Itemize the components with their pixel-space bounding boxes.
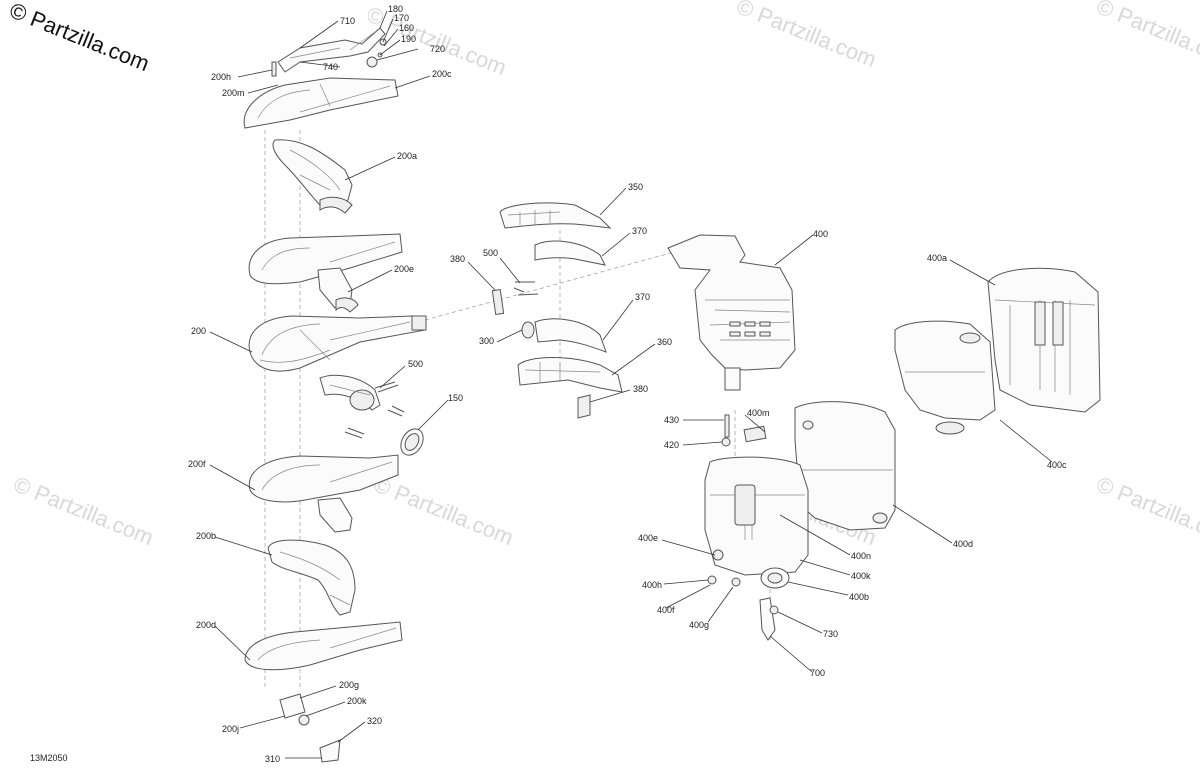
heat-shield-400d — [794, 401, 896, 531]
callout-400n: 400n — [851, 551, 871, 561]
pipe-part-200b — [267, 539, 356, 616]
callout-710: 710 — [340, 16, 355, 26]
muffler-cover-400c — [894, 320, 996, 421]
callout-350: 350 — [628, 182, 643, 192]
watermark-faded: © Partzilla.com — [1093, 471, 1200, 550]
callout-700: 700 — [810, 668, 825, 678]
pipe-part-200c — [243, 77, 399, 129]
callout-200c: 200c — [432, 69, 452, 79]
callout-310: 310 — [265, 754, 280, 764]
muffler-400-slots — [729, 321, 771, 337]
bracket-710-assembly — [271, 27, 387, 77]
pipe-part-200e — [248, 233, 403, 285]
pipe-part-200f — [248, 454, 399, 503]
callout-400e: 400e — [638, 533, 658, 543]
callout-500-middle: 500 — [483, 248, 498, 258]
callout-400f: 400f — [657, 605, 675, 615]
ring-150 — [400, 428, 424, 456]
watermark-faded: © Partzilla.com — [1093, 0, 1200, 72]
figure-code: 13M2050 — [30, 753, 68, 763]
callout-400m: 400m — [747, 408, 770, 418]
watermark-faded: © Partzilla.com — [370, 471, 517, 550]
callout-400k: 400k — [851, 571, 871, 581]
callout-400h: 400h — [642, 580, 662, 590]
callout-370-lower: 370 — [635, 292, 650, 302]
callout-720: 720 — [430, 44, 445, 54]
heat-shield-360 — [517, 357, 623, 393]
callout-200j: 200j — [222, 724, 239, 734]
sleeve-370-upper — [534, 240, 606, 266]
pipe-part-200d — [244, 621, 403, 671]
sleeve-370-lower — [534, 318, 607, 353]
muffler-body-lower — [704, 456, 809, 576]
callout-320: 320 — [367, 716, 382, 726]
callout-200f: 200f — [188, 459, 206, 469]
callout-400c: 400c — [1047, 460, 1067, 470]
callout-labels: 710 180 170 160 190 720 740 200h 200m 20… — [188, 4, 1067, 764]
callout-380-lower: 380 — [633, 384, 648, 394]
callout-200h: 200h — [211, 72, 231, 82]
callout-200a: 200a — [397, 151, 417, 161]
callout-170: 170 — [394, 13, 409, 23]
callout-200g: 200g — [339, 680, 359, 690]
callout-180: 180 — [388, 4, 403, 14]
callout-300: 300 — [479, 336, 494, 346]
callout-190: 190 — [401, 34, 416, 44]
callout-200k: 200k — [347, 696, 367, 706]
watermark-main: © Partzilla.com — [6, 0, 153, 76]
callout-200b: 200b — [196, 531, 216, 541]
callout-500-left: 500 — [408, 359, 423, 369]
callout-740: 740 — [323, 62, 338, 72]
callout-200e: 200e — [394, 264, 414, 274]
watermark-faded: © Partzilla.com — [10, 471, 157, 550]
callout-400g: 400g — [689, 620, 709, 630]
callout-400d: 400d — [953, 539, 973, 549]
callout-400a: 400a — [927, 253, 947, 263]
watermark-faded: © Partzilla.com — [733, 0, 880, 72]
callout-370-upper: 370 — [632, 226, 647, 236]
pipe-part-200a — [272, 139, 353, 208]
muffler-400 — [667, 234, 796, 371]
callout-730: 730 — [823, 629, 838, 639]
callout-430: 430 — [664, 415, 679, 425]
callout-380-upper: 380 — [450, 254, 465, 264]
callout-400: 400 — [813, 229, 828, 239]
heat-shield-350 — [499, 202, 612, 229]
callout-200d: 200d — [196, 620, 216, 630]
callout-360: 360 — [657, 337, 672, 347]
callout-420: 420 — [664, 440, 679, 450]
callout-200m: 200m — [222, 88, 245, 98]
leader-lines — [209, 10, 1053, 759]
callout-160: 160 — [399, 23, 414, 33]
callout-150: 150 — [448, 393, 463, 403]
callout-400b: 400b — [849, 592, 869, 602]
callout-200: 200 — [191, 326, 206, 336]
